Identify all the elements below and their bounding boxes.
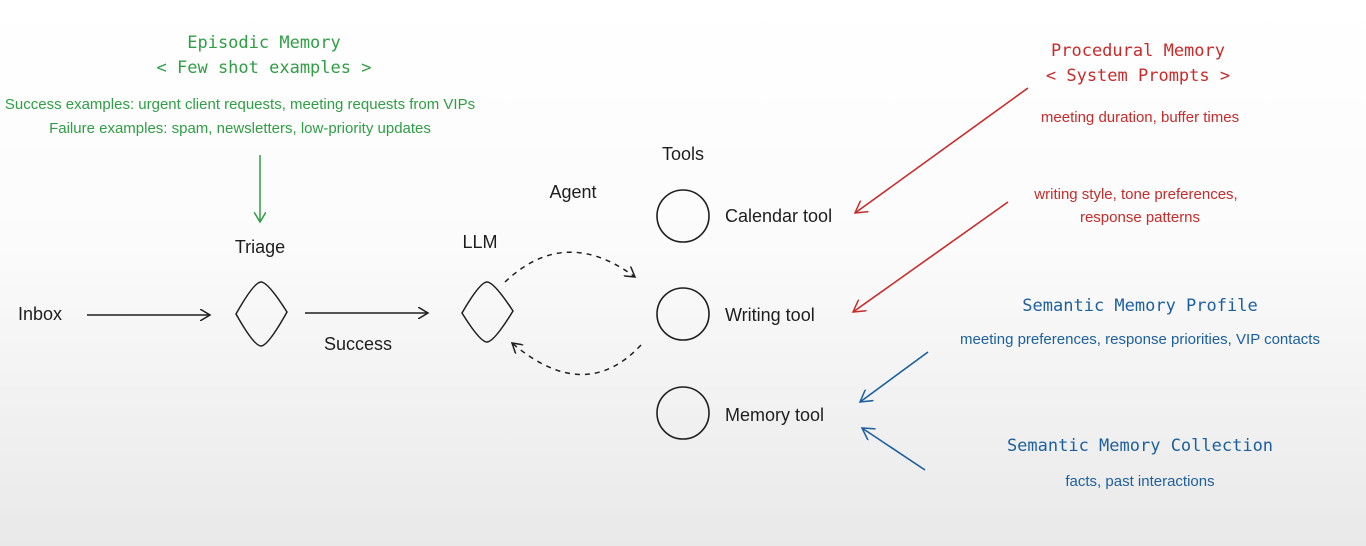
semantic-profile-arrow <box>860 351 929 402</box>
episodic-success-examples: Success examples: urgent client requests… <box>5 96 475 113</box>
procedural-calendar-arrow <box>855 87 1029 213</box>
writing-tool-node <box>656 287 710 341</box>
semantic-profile-title: Semantic Memory Profile <box>1022 296 1257 316</box>
llm-to-tools-arrow <box>504 251 635 283</box>
inbox-label: Inbox <box>18 304 62 324</box>
llm-label: LLM <box>462 232 497 252</box>
episodic-title: Episodic Memory <box>187 33 341 53</box>
procedural-writing-note-2: response patterns <box>1080 209 1200 226</box>
semantic-collection-note: facts, past interactions <box>1065 473 1214 490</box>
tools-title: Tools <box>662 144 704 164</box>
calendar-tool-label: Calendar tool <box>725 206 832 226</box>
tools-to-llm-arrow <box>512 343 642 376</box>
procedural-calendar-note: meeting duration, buffer times <box>1041 109 1239 126</box>
triage-label: Triage <box>235 237 285 257</box>
semantic-collection-arrow <box>862 428 926 471</box>
semantic-profile-note: meeting preferences, response priorities… <box>960 331 1320 348</box>
procedural-writing-arrow <box>853 201 1009 312</box>
episodic-subtitle: < Few shot examples > <box>157 58 372 78</box>
memory-tool-label: Memory tool <box>725 405 824 425</box>
episodic-failure-examples: Failure examples: spam, newsletters, low… <box>49 120 431 137</box>
semantic-collection-title: Semantic Memory Collection <box>1007 436 1273 456</box>
agent-label: Agent <box>549 182 596 202</box>
triage-diamond <box>235 281 288 347</box>
procedural-title: Procedural Memory <box>1051 41 1225 61</box>
memory-tool-node <box>656 386 710 440</box>
procedural-writing-note-1: writing style, tone preferences, <box>1033 186 1237 203</box>
calendar-tool-node <box>656 189 710 243</box>
writing-tool-label: Writing tool <box>725 305 815 325</box>
success-label: Success <box>324 334 392 354</box>
procedural-subtitle: < System Prompts > <box>1046 66 1230 86</box>
llm-diamond <box>461 281 514 343</box>
